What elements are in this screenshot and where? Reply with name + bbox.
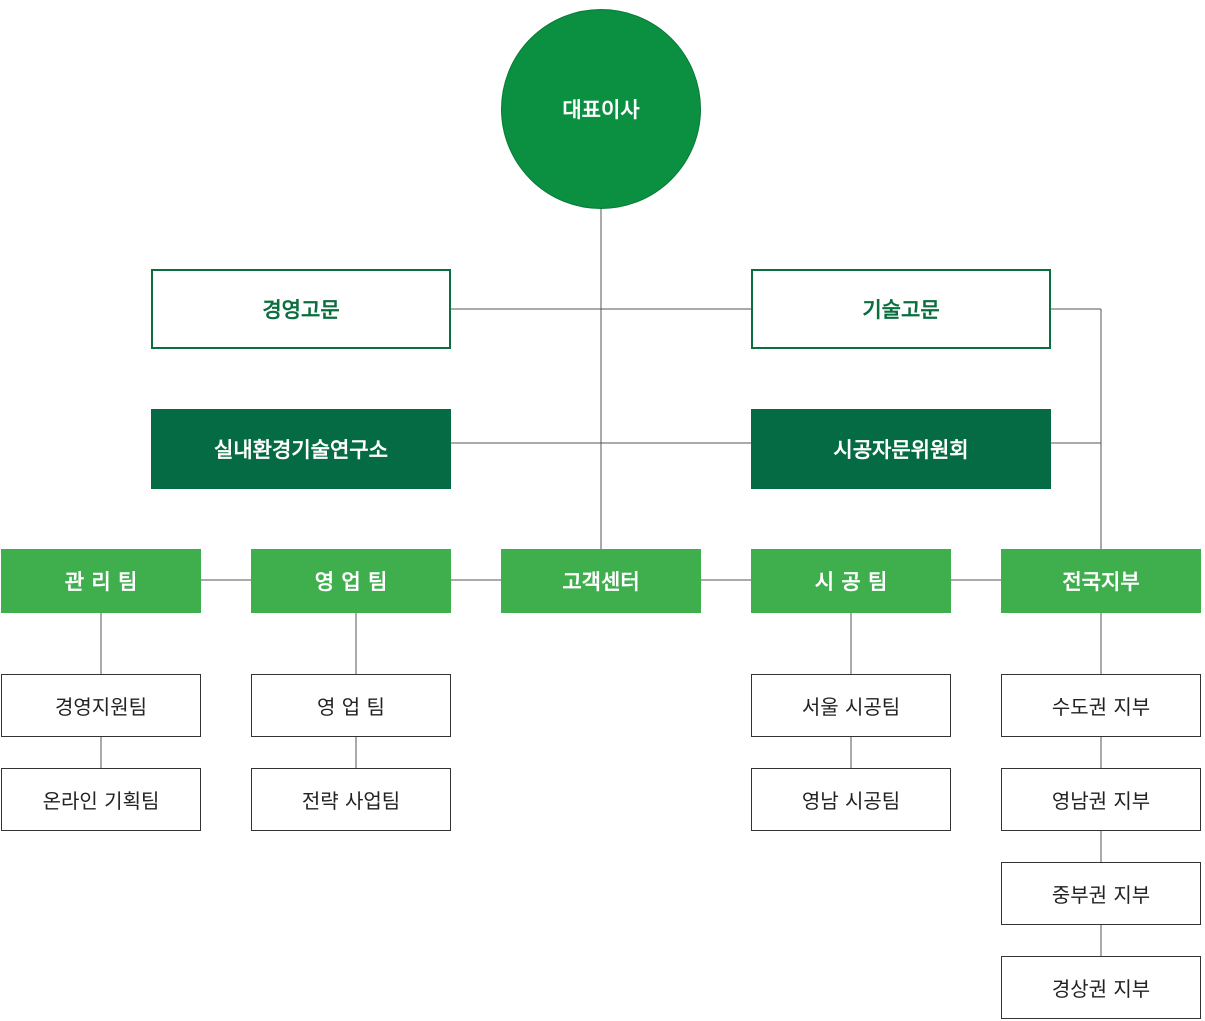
sub-unit-sales-team: 영 업 팀 bbox=[251, 674, 451, 737]
sub-unit-strategy-business: 전략 사업팀 bbox=[251, 768, 451, 831]
sub-unit-online-planning: 온라인 기획팀 bbox=[1, 768, 201, 831]
team-branches-label: 전국지부 bbox=[1062, 570, 1140, 594]
team-construction: 시 공 팀 bbox=[751, 549, 951, 613]
management-advisor-box: 경영고문 bbox=[151, 269, 451, 349]
construction-committee-label: 시공자문위원회 bbox=[833, 438, 969, 462]
team-customer-center-label: 고객센터 bbox=[562, 570, 640, 594]
research-institute-label: 실내환경기술연구소 bbox=[214, 438, 388, 462]
sub-unit-label: 경영지원팀 bbox=[55, 695, 147, 719]
sub-unit-label: 영남 시공팀 bbox=[801, 789, 901, 813]
sub-unit-label: 경상권 지부 bbox=[1051, 977, 1151, 1001]
technical-advisor-box: 기술고문 bbox=[751, 269, 1051, 349]
sub-unit-label: 영남권 지부 bbox=[1051, 789, 1151, 813]
team-branches: 전국지부 bbox=[1001, 549, 1201, 613]
sub-unit-mgmt-support: 경영지원팀 bbox=[1, 674, 201, 737]
technical-advisor-label: 기술고문 bbox=[862, 298, 940, 322]
sub-unit-label: 수도권 지부 bbox=[1051, 695, 1151, 719]
team-construction-label: 시 공 팀 bbox=[814, 570, 888, 594]
construction-committee-box: 시공자문위원회 bbox=[751, 409, 1051, 489]
team-sales-label: 영 업 팀 bbox=[314, 570, 388, 594]
team-sales: 영 업 팀 bbox=[251, 549, 451, 613]
sub-unit-seoul-construction: 서울 시공팀 bbox=[751, 674, 951, 737]
sub-unit-label: 온라인 기획팀 bbox=[42, 789, 160, 813]
sub-unit-label: 영 업 팀 bbox=[317, 695, 385, 719]
research-institute-box: 실내환경기술연구소 bbox=[151, 409, 451, 489]
sub-unit-gyeongsang-branch: 경상권 지부 bbox=[1001, 956, 1201, 1019]
management-advisor-label: 경영고문 bbox=[262, 298, 340, 322]
team-customer-center: 고객센터 bbox=[501, 549, 701, 613]
sub-unit-label: 전략 사업팀 bbox=[301, 789, 401, 813]
sub-unit-label: 서울 시공팀 bbox=[801, 695, 901, 719]
sub-unit-label: 중부권 지부 bbox=[1051, 883, 1151, 907]
team-management: 관 리 팀 bbox=[1, 549, 201, 613]
team-management-label: 관 리 팀 bbox=[64, 570, 138, 594]
sub-unit-yeongnam-branch: 영남권 지부 bbox=[1001, 768, 1201, 831]
sub-unit-yeongnam-construction: 영남 시공팀 bbox=[751, 768, 951, 831]
ceo-node: 대표이사 bbox=[501, 9, 701, 209]
sub-unit-capital-branch: 수도권 지부 bbox=[1001, 674, 1201, 737]
ceo-label: 대표이사 bbox=[562, 98, 640, 122]
sub-unit-central-branch: 중부권 지부 bbox=[1001, 862, 1201, 925]
